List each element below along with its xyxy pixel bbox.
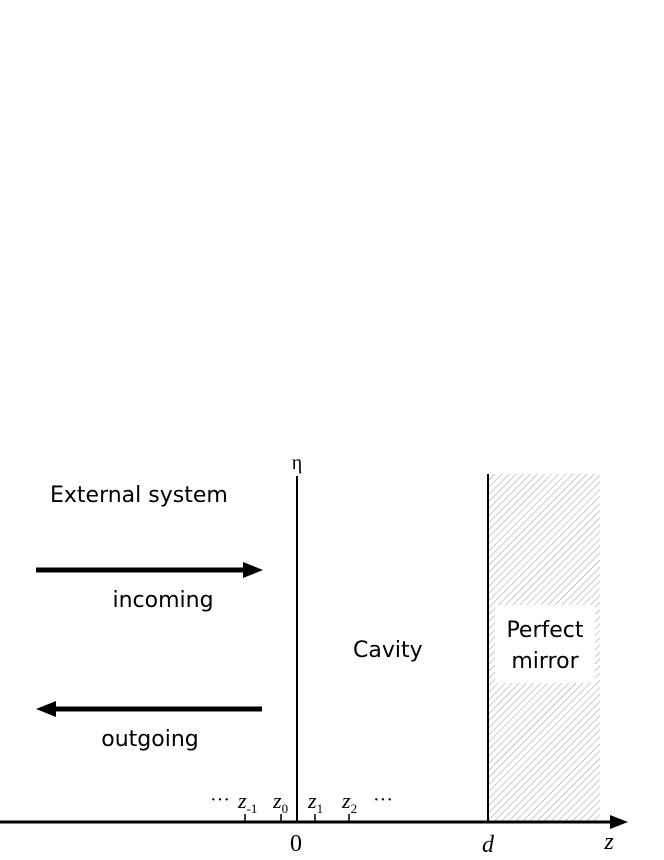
z-axis-arrowhead	[610, 815, 628, 829]
grid-label-z2: z2	[341, 788, 357, 816]
origin-label: 0	[290, 831, 302, 857]
incoming-label: incoming	[112, 588, 213, 613]
external-system-label: External system	[50, 483, 228, 508]
mirror-label-line2: mirror	[511, 649, 579, 674]
mirror-label-background	[495, 605, 595, 683]
cavity-label: Cavity	[353, 638, 423, 663]
incoming-arrowhead	[243, 562, 263, 578]
eta-axis-label: η	[292, 452, 302, 474]
mirror-label-line1: Perfect	[506, 618, 583, 643]
ellipsis-left: ···	[210, 789, 230, 811]
outgoing-arrowhead	[36, 701, 56, 717]
grid-label-z-minus-1: z-1	[237, 788, 257, 816]
outgoing-label: outgoing	[101, 727, 198, 752]
ellipsis-right: ···	[373, 789, 393, 811]
mirror-position-label: d	[482, 832, 495, 858]
grid-label-z1: z1	[307, 788, 323, 816]
z-axis-label: z	[603, 829, 614, 855]
grid-label-z0: z0	[272, 788, 288, 816]
